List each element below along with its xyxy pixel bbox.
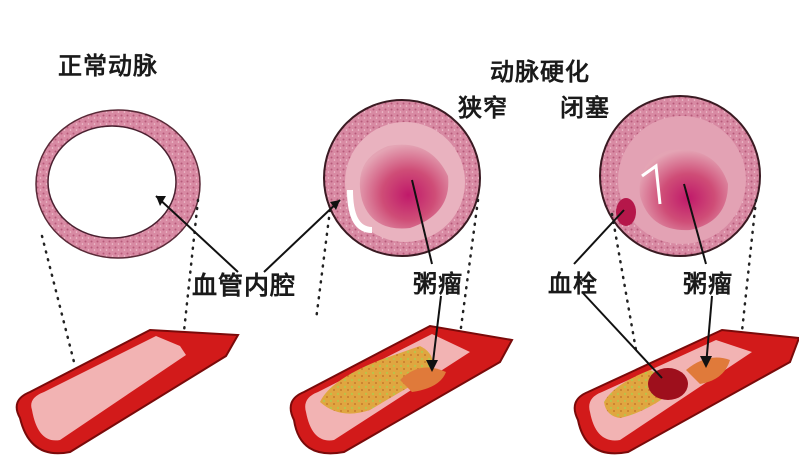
narrowing-cross-section (323, 99, 481, 257)
pointer-lines (155, 179, 713, 379)
projection-lines-narrowing (314, 198, 480, 352)
arrowhead-icon (156, 196, 166, 206)
occlusion-vessel (573, 328, 799, 455)
projection-lines-occlusion (610, 198, 758, 352)
arrowhead-icon (330, 200, 340, 210)
label-atheroma-occlusion: 粥瘤 (683, 270, 733, 298)
title-atherosclerosis: 动脉硬化 (490, 58, 590, 86)
occlusion-cross-section (599, 95, 761, 257)
subtitle-narrowing: 狭窄 (458, 94, 508, 122)
normal-vessel (15, 328, 240, 455)
label-atheroma-narrowing: 粥瘤 (413, 270, 463, 298)
label-thrombus: 血栓 (548, 270, 598, 298)
title-normal-artery: 正常动脉 (58, 52, 158, 80)
label-vessel-lumen: 血管内腔 (192, 271, 297, 300)
arrowheads (156, 196, 712, 372)
arrowhead-icon (700, 356, 712, 368)
projection-lines-normal (40, 198, 200, 364)
subtitle-occlusion: 闭塞 (560, 94, 610, 122)
narrowing-vessel (289, 324, 514, 455)
arrowhead-icon (426, 360, 438, 372)
normal-cross-section (35, 109, 201, 259)
